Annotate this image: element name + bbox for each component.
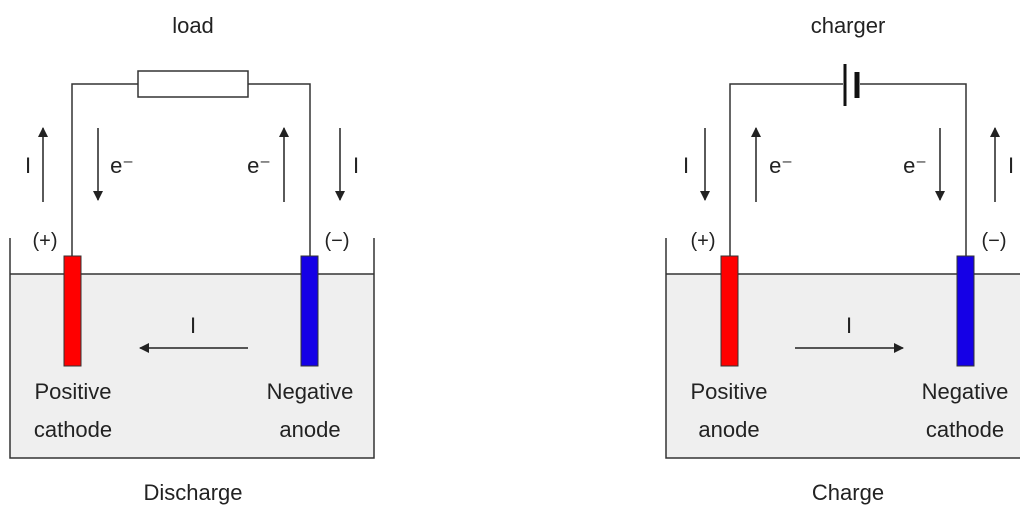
charge-positive-sign: (+) [691,230,716,252]
discharge-left-electrode-label-line1: Positive [34,379,111,404]
charge-panel: charger (+) (−) I e⁻ e⁻ I I Positive ano… [665,13,1020,505]
charge-right-electron-label: e⁻ [903,153,927,178]
discharge-right-electrode-label-line2: anode [279,417,340,442]
discharge-panel: load (+) (−) I e⁻ e⁻ I I Positive cathod… [9,13,375,505]
charge-negative-sign: (−) [982,230,1007,252]
discharge-right-electrode-label-line1: Negative [267,379,354,404]
discharge-right-current-label: I [353,153,359,178]
discharge-negative-sign: (−) [325,230,350,252]
charge-right-electrode-label-line2: cathode [926,417,1004,442]
discharge-internal-current-label: I [190,313,196,338]
discharge-right-electron-label: e⁻ [247,153,271,178]
charge-container [665,238,1020,459]
discharge-positive-electrode [63,255,82,367]
charge-left-current-label: I [683,153,689,178]
discharge-left-electrode-label-line2: cathode [34,417,112,442]
charge-negative-electrode [956,255,975,367]
load-resistor [137,70,249,98]
discharge-negative-electrode [300,255,319,367]
load-label: load [172,13,214,38]
charge-positive-electrode [720,255,739,367]
discharge-caption: Discharge [143,480,242,505]
discharge-positive-sign: (+) [33,230,58,252]
charge-left-electrode-label-line2: anode [698,417,759,442]
charge-caption: Charge [812,480,884,505]
charge-right-electrode-label-line1: Negative [922,379,1009,404]
charge-right-current-label: I [1008,153,1014,178]
charge-internal-current-label: I [846,313,852,338]
charger-label: charger [811,13,886,38]
discharge-container [9,238,375,459]
charge-left-electrode-label-line1: Positive [690,379,767,404]
discharge-left-current-label: I [25,153,31,178]
discharge-circuit-wire [71,83,311,256]
charge-circuit-wire [729,83,967,256]
discharge-left-electron-label: e⁻ [110,153,134,178]
charge-left-electron-label: e⁻ [769,153,793,178]
